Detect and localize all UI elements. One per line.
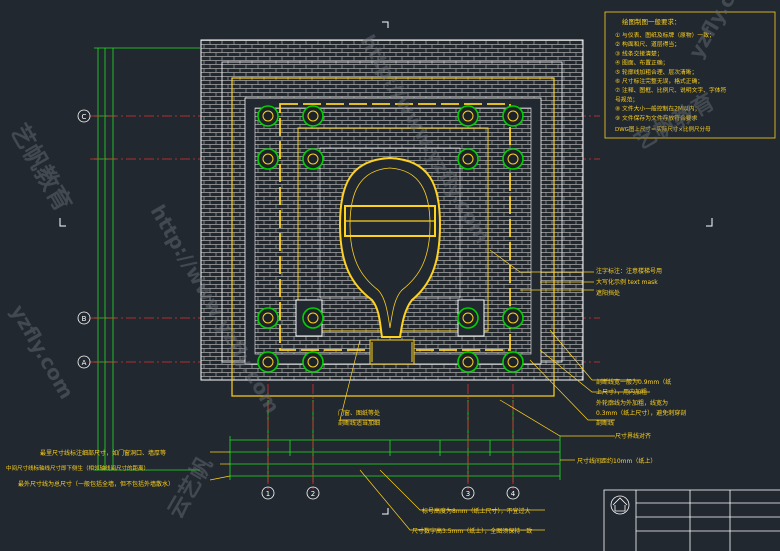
column-ring xyxy=(302,105,324,127)
notes-item: ① 与仪表、图纸及标牌（原物）一致； xyxy=(615,31,715,39)
annotations: 注字标注：注意楼梯号用 大写化示例 text mask 遮阳挡处 剖断线宽一般为… xyxy=(6,267,686,535)
column-ring xyxy=(302,351,324,373)
column-ring xyxy=(502,105,524,127)
column-core xyxy=(262,153,274,165)
anno-outline-2: 0.3mm（纸上尺寸），避免刺穿剖 xyxy=(596,409,686,417)
column-core xyxy=(307,356,319,368)
notes-item: ③ 线条交接清楚； xyxy=(615,49,663,57)
column-ring xyxy=(457,148,479,170)
column-core xyxy=(462,110,474,122)
anno-wall-2: 上尺寸），用内加粗 xyxy=(596,388,647,396)
row-axis-bubbles: C B A xyxy=(77,109,91,369)
mask-shape xyxy=(338,156,442,338)
anno-text-note-2: 大写化示例 text mask xyxy=(596,278,658,286)
column-ring xyxy=(257,307,279,329)
axis-label-b: B xyxy=(82,315,87,323)
anno-text-height: 标号高度为8mm（纸上尺寸），不宜过大 xyxy=(422,507,531,515)
column-core xyxy=(307,110,319,122)
column-core xyxy=(307,312,319,324)
axis-label-1: 1 xyxy=(266,490,270,498)
requirements-notes-box: 绘图制图一般要求： ① 与仪表、图纸及标牌（原物）一致；② 构面和尺、道层得当；… xyxy=(604,11,776,139)
column-ring xyxy=(302,148,324,170)
notes-item: ⑦ 注释、图框、比例尺、说明文字、字体符 xyxy=(615,86,727,94)
notes-item: 号规范； xyxy=(615,95,638,103)
column-ring xyxy=(502,351,524,373)
watermark-brand-2: 艺帆教育 xyxy=(630,89,719,156)
notes-item: ② 构面和尺、道层得当； xyxy=(615,40,680,48)
title-block xyxy=(603,489,780,551)
notes-item: ④ 图面、布置正确； xyxy=(615,59,668,67)
notes-footer: DWG图上尺寸＝实际尺寸×比例尺分母 xyxy=(615,125,711,133)
axis-label-4: 4 xyxy=(511,490,516,498)
column-axis-bubbles: 1 2 3 4 xyxy=(261,486,520,500)
axis-label-3: 3 xyxy=(466,490,470,498)
column-core xyxy=(507,153,519,165)
axis-label-c: C xyxy=(82,113,87,121)
anno-door-1: 门窗、图纸等处 xyxy=(338,409,380,417)
column-ring xyxy=(502,307,524,329)
column-core xyxy=(462,312,474,324)
column-core xyxy=(507,110,519,122)
column-core xyxy=(462,356,474,368)
column-core xyxy=(262,312,274,324)
anno-dim-outer: 最外尺寸线为总尺寸（一般包括全墙，但不包括外墙散水） xyxy=(18,480,174,488)
notes-item: ⑤ 轮廓线加粗合理、层次清晰； xyxy=(615,68,697,76)
column-ring xyxy=(257,105,279,127)
anno-text-note-3: 遮阳挡处 xyxy=(596,289,620,297)
anno-dim-gap: 尺寸线间距约10mm（纸上） xyxy=(577,457,656,465)
watermark-url-3: yzfly.com xyxy=(6,301,79,404)
columns xyxy=(257,105,524,373)
anno-dim-large: 最里尺寸线标注细部尺寸，如门窗洞口、墙厚等 xyxy=(40,449,166,457)
anno-wall-1: 剖断线宽一般为0.9mm（纸 xyxy=(596,378,671,386)
column-ring xyxy=(457,307,479,329)
column-core xyxy=(262,110,274,122)
anno-dim-align: 尺寸界线对齐 xyxy=(615,432,651,440)
column-ring xyxy=(257,148,279,170)
column-core xyxy=(507,356,519,368)
anno-outline-1: 外轮廓线为外加粗，线宽为 xyxy=(596,399,668,407)
column-ring xyxy=(502,148,524,170)
anno-door-2: 剖断线适当加细 xyxy=(338,419,380,427)
column-core xyxy=(462,153,474,165)
notes-items: ① 与仪表、图纸及标牌（原物）一致；② 构面和尺、道层得当；③ 线条交接清楚； ④… xyxy=(615,31,727,122)
notes-item: ⑧ 文件大小一般控制在2M以内； xyxy=(615,105,700,113)
anno-dim-mid: 中间尺寸线标轴线尺寸即下侧生（相邻轴线间尺寸的距离） xyxy=(6,464,149,472)
column-core xyxy=(307,153,319,165)
axis-label-a: A xyxy=(82,359,87,367)
registration-marks xyxy=(59,21,713,515)
column-ring xyxy=(257,351,279,373)
column-core xyxy=(262,356,274,368)
watermark-brand-1: 艺帆教育 xyxy=(5,119,77,216)
notes-item: ⑥ 尺寸标注完整无误，格式正确； xyxy=(615,77,703,85)
axis-label-2: 2 xyxy=(311,490,315,498)
column-core xyxy=(507,312,519,324)
column-ring xyxy=(457,105,479,127)
column-ring xyxy=(457,351,479,373)
leader-lines xyxy=(209,249,650,531)
bottom-dimension-lines xyxy=(229,400,561,482)
anno-arrow-size: 尺寸数字高3.5mm（纸上），全图须保持一致 xyxy=(412,527,532,535)
notes-item: ⑨ 文件保存为文件存放符合要求 xyxy=(615,114,698,122)
anno-text-note-1: 注字标注：注意楼梯号用 xyxy=(596,267,662,275)
column-ring xyxy=(302,307,324,329)
notes-title: 绘图制图一般要求： xyxy=(622,17,681,26)
anno-hatch: 剖断线 xyxy=(596,419,614,427)
watermark-url-4: yzfly.com xyxy=(684,0,757,62)
